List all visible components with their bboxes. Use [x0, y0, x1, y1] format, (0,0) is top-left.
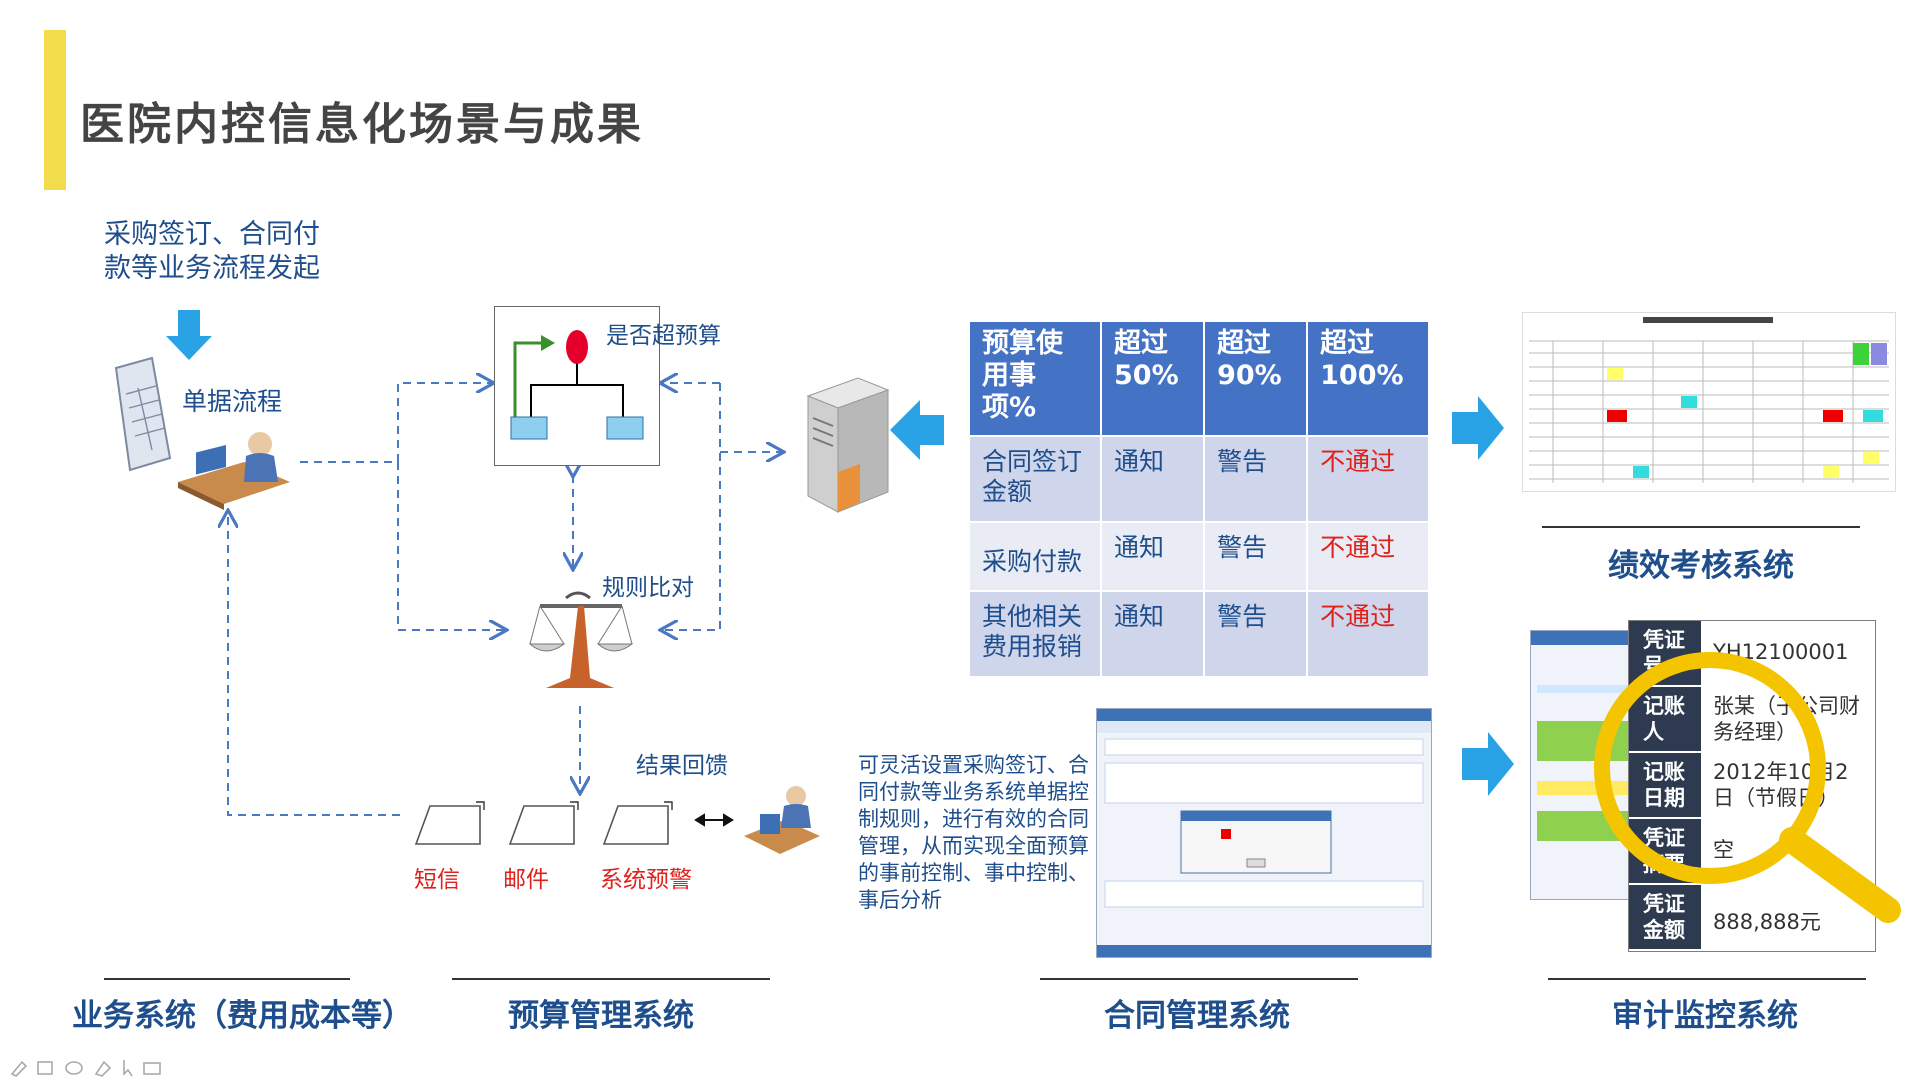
- system-alert-channel-shape: [602, 805, 669, 845]
- feedback-label: 结果回馈: [636, 753, 728, 779]
- voucher-amount-label: 凭证金额: [1629, 885, 1701, 949]
- sms-channel-shape: [414, 805, 481, 845]
- table-cell: 不通过: [1306, 435, 1430, 524]
- table-header: 超过90%: [1203, 319, 1309, 438]
- rule-compare-label: 规则比对: [602, 575, 694, 601]
- pointer-icon: [123, 1060, 133, 1077]
- contract-underline: [1040, 978, 1358, 980]
- table-header: 超过50%: [1099, 319, 1206, 438]
- business-system-label: 业务系统（费用成本等）: [72, 998, 413, 1034]
- bookkeeper-row: 记账人 张某（子公司财务经理）: [1629, 687, 1875, 753]
- table-row: 采购付款 通知 警告 不通过: [968, 521, 1430, 593]
- budget-check-box: [494, 306, 660, 466]
- table-cell: 采购付款: [968, 521, 1102, 593]
- table-header: 超过100%: [1306, 319, 1430, 438]
- document-icon: [114, 356, 172, 472]
- contract-note: 可灵活设置采购签订、合同付款等业务系统单据控制规则，进行有效的合同管理，从而实现…: [858, 753, 1089, 912]
- page-title: 医院内控信息化场景与成果: [80, 99, 644, 150]
- presentation-toolbar[interactable]: [8, 1056, 168, 1078]
- table-cell: 警告: [1203, 435, 1309, 524]
- table-cell: 警告: [1203, 590, 1309, 678]
- balance-scale-icon: [528, 591, 634, 688]
- business-underline: [104, 978, 350, 980]
- table-cell: 通知: [1099, 435, 1206, 524]
- magnifier-icon: [1594, 652, 1901, 923]
- table-cell: 警告: [1203, 521, 1309, 593]
- contract-system-label: 合同管理系统: [1104, 998, 1290, 1034]
- table-cell: 不通过: [1306, 521, 1430, 593]
- report-grid-graphic: [1529, 317, 1889, 483]
- voucher-amount-value: 888,888元: [1713, 910, 1821, 934]
- table-cell: 合同签订金额: [968, 435, 1102, 524]
- table-cell: 不通过: [1306, 590, 1430, 678]
- channel-sms: 短信: [414, 867, 460, 893]
- desk-user-icon: [744, 786, 820, 854]
- booking-date-label: 记账日期: [1629, 753, 1701, 817]
- trigger-text-line1: 采购签订、合同付: [104, 219, 320, 250]
- email-channel-shape: [508, 805, 575, 845]
- performance-report-thumbnail: [1522, 312, 1896, 492]
- trigger-text-line2: 款等业务流程发起: [104, 253, 320, 284]
- contract-ui-graphic: [1097, 709, 1431, 957]
- budget-system-label: 预算管理系统: [508, 998, 694, 1034]
- pen-icon: [10, 1060, 28, 1077]
- budget-rule-table: 预算使用事项% 超过50% 超过90% 超过100% 合同签订金额 通知 警告 …: [968, 319, 1430, 678]
- org-tree-icon: [510, 330, 644, 440]
- eraser-icon: [94, 1060, 112, 1077]
- table-cell: 通知: [1099, 521, 1206, 593]
- performance-underline: [1542, 526, 1860, 528]
- bookkeeper-label: 记账人: [1629, 687, 1701, 751]
- channel-system-alert: 系统预警: [600, 867, 692, 893]
- voucher-summary-value: 空: [1713, 838, 1734, 862]
- shape-icon: [65, 1061, 83, 1075]
- audit-sheet-screenshot: [1530, 630, 1642, 900]
- alert-channel-shapes: [414, 801, 673, 845]
- budget-underline: [452, 978, 770, 980]
- audit-system-label: 审计监控系统: [1612, 998, 1798, 1034]
- channel-email: 邮件: [503, 867, 549, 893]
- performance-system-label: 绩效考核系统: [1608, 548, 1794, 584]
- table-header: 预算使用事项%: [968, 319, 1102, 438]
- table-row: 其他相关费用报销 通知 警告 不通过: [968, 590, 1430, 678]
- voucher-amount-row: 凭证金额 888,888元: [1629, 885, 1875, 951]
- title-accent-bar: [44, 30, 66, 190]
- doc-flow-label: 单据流程: [182, 387, 283, 416]
- table-cell: 通知: [1099, 590, 1206, 678]
- slide-icon: [37, 1061, 53, 1075]
- office-worker-icon: [178, 432, 290, 510]
- table-cell: 其他相关费用报销: [968, 590, 1102, 678]
- contract-system-screenshot: [1096, 708, 1432, 958]
- server-icon: [806, 377, 890, 513]
- camera-icon: [143, 1062, 161, 1075]
- bookkeeper-value: 张某（子公司财务经理）: [1713, 694, 1860, 744]
- table-row: 合同签订金额 通知 警告 不通过: [968, 435, 1430, 524]
- over-budget-label: 是否超预算: [606, 323, 721, 349]
- table-header-row: 预算使用事项% 超过50% 超过90% 超过100%: [968, 319, 1430, 438]
- audit-underline: [1548, 978, 1866, 980]
